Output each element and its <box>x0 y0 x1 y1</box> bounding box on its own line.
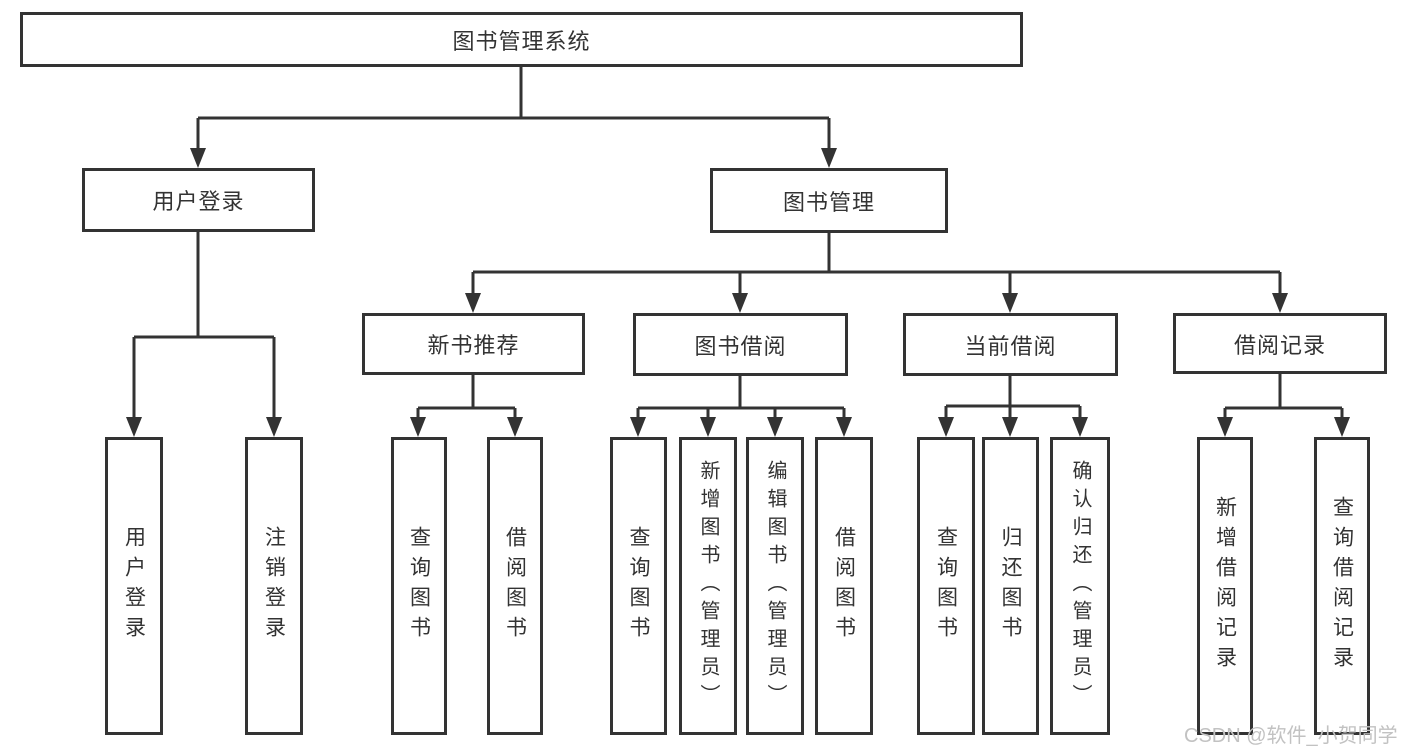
node-label: 编辑图书（管理员） <box>764 460 786 712</box>
node-label: 归还图书 <box>999 526 1022 646</box>
node-leaf-query-borrow-record: 查询借阅记录 <box>1314 437 1370 735</box>
arrowhead <box>1217 417 1233 437</box>
node-leaf-query-book-1: 查询图书 <box>391 437 447 735</box>
arrowhead <box>1334 417 1350 437</box>
node-leaf-confirm-return-admin: 确认归还（管理员） <box>1050 437 1110 735</box>
arrowhead <box>767 417 783 437</box>
node-book-borrow: 图书借阅 <box>633 313 848 376</box>
node-label: 查询图书 <box>934 526 958 646</box>
node-leaf-borrow-book-2: 借阅图书 <box>815 437 873 735</box>
node-label: 图书管理 <box>782 189 875 215</box>
node-label: 借阅图书 <box>503 526 527 646</box>
node-label: 查询图书 <box>407 526 431 646</box>
node-user-login: 用户登录 <box>82 168 315 232</box>
arrowhead <box>700 417 716 437</box>
arrowhead <box>1002 417 1018 437</box>
node-label: 新增借阅记录 <box>1213 496 1237 676</box>
node-leaf-add-book-admin: 新增图书（管理员） <box>679 437 737 735</box>
connector-borrow-record-bus <box>1223 374 1344 419</box>
node-borrow-record: 借阅记录 <box>1173 313 1387 374</box>
node-label: 用户登录 <box>152 189 245 214</box>
node-label: 借阅图书 <box>832 526 856 646</box>
node-label: 查询图书 <box>627 526 650 646</box>
node-label: 当前借阅 <box>964 333 1057 359</box>
node-label: 查询借阅记录 <box>1330 496 1354 676</box>
arrowhead <box>836 417 852 437</box>
node-label: 图书管理系统 <box>452 28 591 54</box>
connector-root-bus <box>196 67 831 150</box>
watermark-csdn: CSDN @软件_小贺同学 <box>1184 725 1398 747</box>
node-current-borrow: 当前借阅 <box>903 313 1118 376</box>
node-label: 借阅记录 <box>1233 332 1326 358</box>
node-leaf-logout: 注销登录 <box>245 437 303 735</box>
connector-book-borrow-bus <box>636 376 846 419</box>
node-label: 图书借阅 <box>694 333 787 359</box>
node-label: 新增图书（管理员） <box>697 460 719 712</box>
node-leaf-query-book-2: 查询图书 <box>610 437 667 735</box>
node-library-system: 图书管理系统 <box>20 12 1023 67</box>
node-label: 确认归还（管理员） <box>1069 460 1091 712</box>
arrowhead <box>1072 417 1088 437</box>
node-leaf-query-book-3: 查询图书 <box>917 437 975 735</box>
connector-current-borrow-bus <box>944 376 1082 419</box>
arrowhead <box>821 148 837 168</box>
node-leaf-user-login: 用户登录 <box>105 437 163 735</box>
node-label: 用户登录 <box>122 526 146 646</box>
arrowhead <box>507 417 523 437</box>
node-leaf-edit-book-admin: 编辑图书（管理员） <box>746 437 804 735</box>
node-book-management: 图书管理 <box>710 168 948 233</box>
arrowhead <box>938 417 954 437</box>
connector-new-book-bus <box>416 375 517 419</box>
arrowhead <box>732 293 748 313</box>
node-leaf-return-book: 归还图书 <box>982 437 1039 735</box>
arrowhead <box>630 417 646 437</box>
arrowhead <box>1002 293 1018 313</box>
arrowhead <box>266 417 282 437</box>
node-label: 注销登录 <box>262 526 286 646</box>
arrowhead <box>126 417 142 437</box>
node-label: 新书推荐 <box>427 333 520 358</box>
arrowhead <box>465 293 481 313</box>
arrowhead <box>1272 293 1288 313</box>
node-leaf-add-borrow-record: 新增借阅记录 <box>1197 437 1253 735</box>
connector-user-login-bus <box>132 232 276 419</box>
connector-book-mgmt-bus <box>471 233 1282 295</box>
node-leaf-borrow-book-1: 借阅图书 <box>487 437 543 735</box>
arrowhead <box>410 417 426 437</box>
node-new-book-recommend: 新书推荐 <box>362 313 585 375</box>
arrowhead <box>190 148 206 168</box>
